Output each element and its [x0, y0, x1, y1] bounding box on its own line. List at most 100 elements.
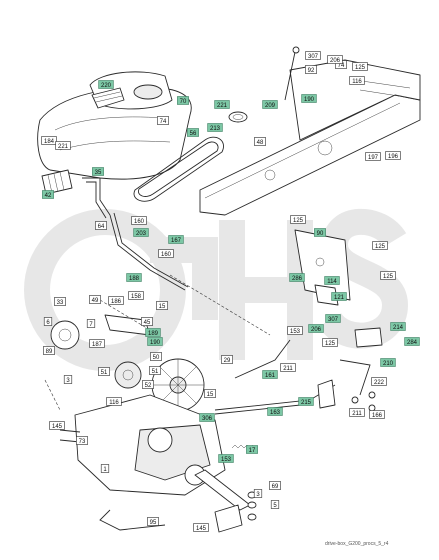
callout-33: 33 [54, 297, 66, 306]
callout-label: 116 [109, 400, 119, 406]
dashed-guides [44, 274, 271, 411]
callout-label: 6 [46, 320, 50, 326]
callout-label: 52 [145, 383, 152, 389]
callout-116: 116 [349, 76, 365, 85]
callout-label: 3 [66, 378, 70, 384]
callout-125c: 125 [372, 241, 388, 250]
callout-161: 161 [262, 370, 278, 379]
hood-assembly [37, 71, 192, 180]
callout-29: 29 [221, 355, 233, 364]
callout-51a: 51 [98, 367, 110, 376]
callout-215: 215 [298, 397, 314, 406]
callout-label: 145 [52, 424, 63, 430]
main-frame [199, 46, 421, 216]
callout-label: 114 [327, 279, 337, 285]
callout-3b: 3 [253, 489, 263, 498]
callout-label: 73 [79, 439, 86, 445]
callout-15b: 15 [204, 389, 216, 398]
callout-1: 1 [100, 464, 110, 473]
callout-label: 153 [221, 457, 232, 463]
callout-label: 306 [202, 416, 213, 422]
footer-text: drive-box_G200_procs_5_r4 [325, 541, 389, 547]
callout-label: 187 [92, 342, 103, 348]
callout-label: 163 [270, 410, 281, 416]
callout-label: 56 [190, 131, 197, 137]
callout-188: 188 [126, 273, 142, 282]
callout-220: 220 [98, 80, 114, 89]
callout-50: 50 [150, 352, 162, 361]
callout-label: 206 [311, 327, 322, 333]
callout-label: 209 [265, 103, 276, 109]
callout-125e: 125 [322, 338, 338, 347]
callout-label: 5 [273, 503, 277, 509]
callout-label: 64 [98, 224, 105, 230]
callout-label: 161 [265, 373, 276, 379]
callout-125a: 125 [352, 62, 368, 71]
belt [133, 136, 224, 202]
callout-116b: 116 [106, 397, 122, 406]
callout-label: 45 [144, 320, 151, 326]
callout-284: 284 [404, 337, 420, 346]
callout-label: 160 [134, 219, 145, 225]
callout-label: 211 [283, 366, 293, 372]
callout-label: 196 [388, 154, 399, 160]
cooling-fan [151, 358, 205, 412]
callout-label: 153 [290, 329, 301, 335]
callout-56: 56 [187, 128, 199, 137]
callout-label: 221 [217, 103, 228, 109]
callout-label: 188 [129, 276, 140, 282]
callout-label: 48 [257, 140, 264, 146]
callout-label: 33 [57, 300, 64, 306]
callouts-layer: 3077420612592116190209220707422121318422… [41, 51, 420, 532]
callout-307b: 307 [325, 314, 341, 323]
callout-209: 209 [262, 100, 278, 109]
callout-158: 158 [128, 291, 144, 300]
callout-label: 307 [328, 317, 339, 323]
callout-190a: 190 [301, 94, 317, 103]
callout-286: 286 [289, 273, 305, 282]
callout-label: 206 [330, 58, 341, 64]
right-components [317, 327, 383, 412]
callout-307a: 307 [305, 51, 321, 60]
shaft-35 [82, 177, 111, 219]
callout-label: 166 [372, 413, 383, 419]
callout-label: 125 [355, 65, 366, 71]
callout-166: 166 [369, 410, 385, 419]
callout-187: 187 [89, 339, 105, 348]
callout-label: 42 [45, 193, 52, 199]
callout-145a: 145 [49, 421, 65, 430]
callout-label: 211 [352, 411, 362, 417]
callout-184: 184 [41, 136, 57, 145]
callout-5: 5 [270, 500, 280, 509]
callout-15a: 15 [156, 301, 168, 310]
linkage-left [50, 314, 151, 389]
callout-label: 116 [352, 79, 362, 85]
callout-3a: 3 [63, 375, 73, 384]
callout-label: 125 [293, 218, 304, 224]
callout-42: 42 [42, 190, 54, 199]
callout-153a: 153 [287, 326, 303, 335]
callout-label: 213 [210, 126, 221, 132]
callout-label: 95 [150, 520, 157, 526]
callout-label: 215 [301, 400, 312, 406]
callout-label: 74 [160, 119, 167, 125]
callout-label: 70 [180, 99, 187, 105]
callout-89: 89 [43, 346, 55, 355]
callout-label: 74 [338, 63, 345, 69]
callout-153b: 153 [218, 454, 234, 463]
callout-45: 45 [141, 317, 153, 326]
callout-74b: 74 [157, 116, 169, 125]
callout-label: 15 [159, 304, 166, 310]
callout-label: 210 [383, 361, 394, 367]
callout-label: 15 [207, 392, 214, 398]
callout-label: 189 [148, 331, 159, 337]
callout-125b: 125 [290, 215, 306, 224]
callout-211b: 211 [349, 408, 365, 417]
callout-label: 89 [46, 349, 53, 355]
callout-306: 306 [199, 413, 215, 422]
callout-label: 307 [308, 54, 319, 60]
callout-label: 160 [161, 252, 172, 258]
callout-label: 186 [111, 299, 122, 305]
callout-213: 213 [207, 123, 223, 132]
callout-221b: 221 [55, 141, 71, 150]
